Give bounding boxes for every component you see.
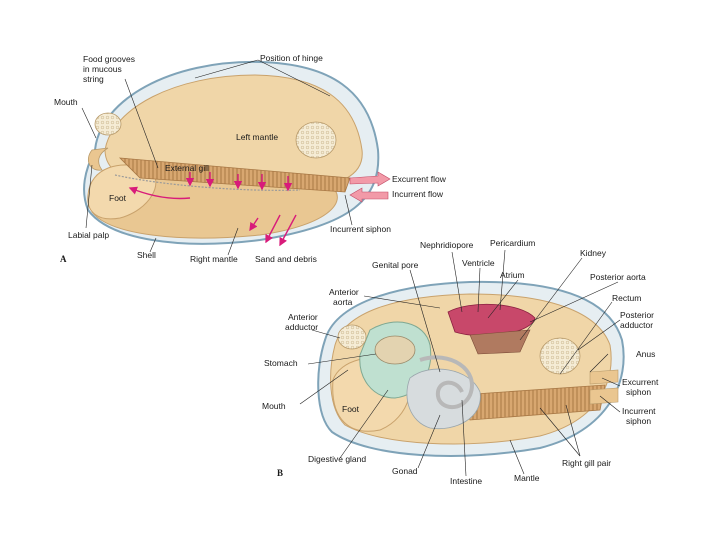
label-mouth-b: Mouth — [262, 401, 286, 411]
label-digestive-gland: Digestive gland — [308, 454, 366, 464]
label-incurrent-flow: Incurrent flow — [392, 189, 444, 199]
incurrent-flow-arrow — [349, 187, 389, 203]
anterior-adductor-b — [337, 324, 367, 350]
posterior-adductor-a — [295, 121, 337, 159]
label-shell: Shell — [137, 250, 156, 260]
label-intestine: Intestine — [450, 476, 482, 486]
intestine-loop — [419, 355, 474, 410]
label-mouth-a: Mouth — [54, 97, 78, 107]
external-gill-shape — [118, 157, 351, 193]
gonad-shape — [406, 368, 481, 430]
label-atrium: Atrium — [500, 270, 525, 280]
kidney-shape — [469, 329, 531, 355]
panel-letter-b: B — [277, 468, 283, 478]
label-posterior-adductor-line1: Posterior — [620, 310, 654, 320]
label-excurrent-siphon-line1: Excurrent — [622, 377, 659, 387]
label-incurrent-siphon-b-line1: Incurrent — [622, 406, 656, 416]
siphon-shapes — [589, 369, 619, 405]
label-incurrent-siphon-b-line2: siphon — [626, 416, 651, 426]
label-stomach: Stomach — [264, 358, 298, 368]
label-labial-palp: Labial palp — [68, 230, 109, 240]
label-genital-pore: Genital pore — [372, 260, 419, 270]
label-kidney: Kidney — [580, 248, 607, 258]
label-excurrent-siphon-line2: siphon — [626, 387, 651, 397]
label-incurrent-siphon-a: Incurrent siphon — [330, 224, 391, 234]
diagram-a: Food grooves in mucous string Position o… — [54, 53, 447, 264]
label-posterior-aorta: Posterior aorta — [590, 272, 646, 282]
label-mantle-b: Mantle — [514, 473, 540, 483]
water-flow-arrows — [128, 172, 297, 247]
label-external-gill: External gill — [165, 163, 209, 173]
label-sand-and-debris: Sand and debris — [255, 254, 317, 264]
label-nephridiopore: Nephridiopore — [420, 240, 474, 250]
label-food-grooves-line1: Food grooves — [83, 54, 135, 64]
excurrent-flow-arrow — [349, 171, 391, 187]
label-excurrent-flow: Excurrent flow — [392, 174, 447, 184]
label-left-mantle: Left mantle — [236, 132, 278, 142]
label-foot-b: Foot — [342, 404, 360, 414]
label-anterior-adductor-line1: Anterior — [288, 312, 318, 322]
panel-letter-a: A — [60, 254, 67, 264]
label-food-grooves-line3: string — [83, 74, 104, 84]
label-rectum: Rectum — [612, 293, 641, 303]
label-anterior-adductor-line2: adductor — [285, 322, 318, 332]
label-anus: Anus — [636, 349, 655, 359]
label-position-of-hinge: Position of hinge — [260, 53, 323, 63]
label-anterior-aorta-line2: aorta — [333, 297, 353, 307]
foot-shape-a — [87, 164, 157, 220]
food-groove-line — [114, 174, 301, 191]
label-anterior-aorta-line1: Anterior — [329, 287, 359, 297]
label-ventricle: Ventricle — [462, 258, 495, 268]
posterior-adductor-b — [539, 337, 581, 375]
label-right-mantle: Right mantle — [190, 254, 238, 264]
label-posterior-adductor-line2: adductor — [620, 320, 653, 330]
stomach-shape — [374, 335, 416, 365]
labial-palp-shape — [88, 147, 109, 171]
label-right-gill-pair: Right gill pair — [562, 458, 611, 468]
anterior-adductor-a — [94, 112, 122, 136]
label-gonad: Gonad — [392, 466, 418, 476]
label-pericardium: Pericardium — [490, 238, 535, 248]
label-foot-a: Foot — [109, 193, 127, 203]
label-food-grooves-line2: in mucous — [83, 64, 122, 74]
diagram-b: Nephridiopore Pericardium Kidney Genital… — [262, 238, 659, 486]
